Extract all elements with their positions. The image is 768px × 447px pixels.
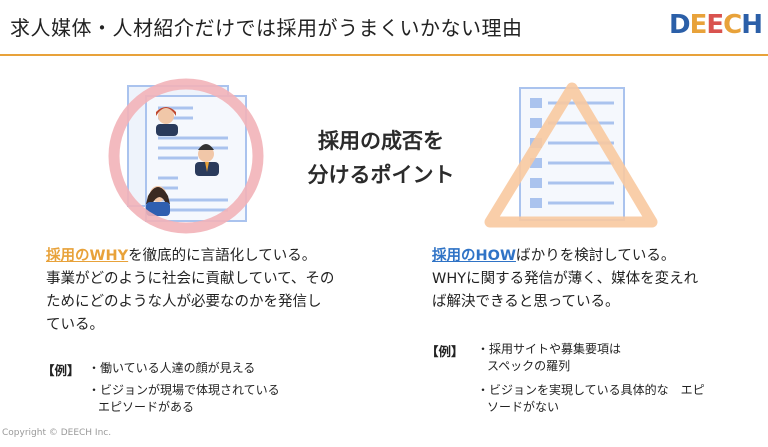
center-heading-line: 採用の成否を [318,129,444,153]
how-line: ば解決できると思っている。 [432,294,620,310]
document-triangle-icon [484,82,658,228]
page-title: 求人媒体・人材紹介だけでは採用がうまくいかない理由 [10,16,523,40]
why-line: ている。 [46,317,104,333]
why-example-item: ・働いている人達の顔が見える [88,361,256,375]
center-heading: 採用の成否を 分けるポイント [296,124,466,192]
why-line: を徹底的に言語化している。 [128,248,317,264]
logo-letter: D [669,10,691,40]
why-example-item: ・ビジョンが現場で体現されている [88,383,280,397]
resume-documents-circle-icon [108,78,264,234]
logo-letter: H [741,10,763,40]
logo-letter: C [723,10,742,40]
how-example-label: 【例】 [426,344,464,359]
how-line: ばかりを検討している。 [515,248,676,264]
how-example-item: ソードがない [487,400,560,414]
why-example-item: エピソードがある [98,400,195,414]
center-heading-line: 分けるポイント [307,163,455,187]
logo-letter: E [689,10,708,40]
deech-logo: DEECH [669,10,763,40]
header: 求人媒体・人材紹介だけでは採用がうまくいかない理由 DEECH [0,0,768,52]
how-example-item: ・採用サイトや募集要項は [477,342,622,356]
how-description: 採用のHOWばかりを検討している。 WHYに関する発信が薄く、媒体を変えれ ば解… [432,245,698,314]
why-line: ためにどのような人が必要なのかを発信し [46,294,322,310]
how-example-item: ・ビジョンを実現している具体的な エピ [477,383,705,397]
copyright: Copyright © DEECH Inc. [2,428,112,438]
why-example-label: 【例】 [42,363,80,378]
header-divider [0,54,768,56]
how-line: WHYに関する発信が薄く、媒体を変えれ [432,271,699,287]
why-line: 事業がどのように社会に貢献していて、その [46,271,335,287]
why-highlight: 採用のWHY [46,248,129,264]
how-highlight: 採用のHOW [432,248,516,264]
logo-letter: E [706,10,724,40]
how-example-item: スペックの羅列 [487,359,571,373]
why-description: 採用のWHYを徹底的に言語化している。 事業がどのように社会に貢献していて、その… [46,245,334,337]
